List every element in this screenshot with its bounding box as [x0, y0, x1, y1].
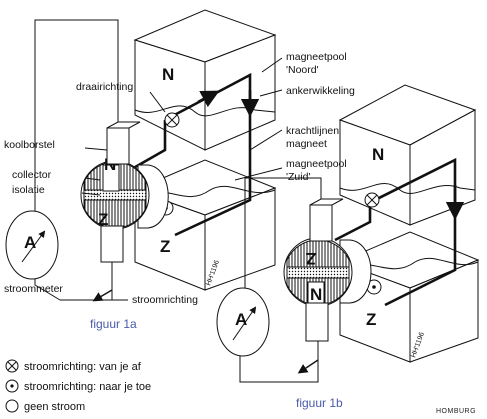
label-magneetpool-zuid: magneetpool [286, 158, 347, 170]
commutator-1b: Z N [283, 237, 372, 307]
legend: stroomrichting: van je af stroomrichting… [5, 359, 151, 413]
label-magneetpool-noord: magneetpool [286, 51, 347, 63]
label-stroommeter: stroommeter [4, 283, 63, 295]
commutator-pole-top-1b: Z [306, 249, 316, 268]
carbon-brush-top-1a [106, 127, 130, 165]
current-away-symbol-1a [164, 112, 180, 128]
carbon-brush-bottom-1a [100, 225, 124, 263]
label-collector: collector [12, 169, 52, 181]
label-stroomrichting: stroomrichting [132, 294, 198, 306]
ammeter-1b: A [216, 287, 270, 357]
current-away-symbol-1b [364, 192, 380, 208]
figure-1b: HH'1196 Z N A [216, 84, 480, 383]
label-noord: 'Noord' [286, 64, 319, 76]
legend-none-icon [5, 399, 19, 413]
south-pole-letter-1b: Z [366, 310, 376, 329]
legend-toward-icon [5, 379, 19, 393]
south-magnet-1b: HH'1196 [338, 231, 480, 363]
commutator-pole-bottom-1b: N [310, 285, 322, 304]
ammeter-1a: A [5, 210, 59, 280]
label-koolborstel: koolborstel [4, 139, 55, 151]
label-zuid: 'Zuid' [286, 171, 310, 183]
label-draairichting: draairichting [76, 81, 133, 93]
label-isolatie: isolatie [12, 184, 45, 196]
north-pole-letter-1a: N [162, 65, 174, 84]
legend-away-text: stroomrichting: van je af [24, 361, 142, 373]
legend-toward-text: stroomrichting: naar je toe [24, 381, 151, 393]
carbon-brush-top-1b [309, 204, 333, 242]
figure-1a: HH'1196 N Z [5, 9, 277, 302]
label-krachtlijnen: krachtlijnen [286, 125, 339, 137]
south-pole-letter-1a: Z [160, 237, 170, 256]
north-pole-letter-1b: N [372, 145, 384, 164]
legend-none-text: geen stroom [24, 401, 85, 413]
caption-figure-1b: figuur 1b [296, 396, 343, 410]
commutator-pole-bottom-1a: Z [98, 210, 108, 229]
caption-figure-1a: figuur 1a [90, 317, 137, 331]
north-magnet-1a [133, 9, 277, 151]
legend-away-icon [5, 359, 19, 373]
label-magneet: magneet [286, 138, 327, 150]
leader-lines [81, 57, 283, 301]
label-ankerwikkeling: ankerwikkeling [286, 85, 355, 97]
publisher-mark: HOMBURG [436, 408, 476, 415]
commutator-1a: N Z [80, 155, 169, 230]
carbon-brush-bottom-1b [305, 302, 329, 342]
ammeter-symbol-1b: A [235, 310, 247, 329]
ammeter-symbol-1a: A [24, 233, 36, 252]
